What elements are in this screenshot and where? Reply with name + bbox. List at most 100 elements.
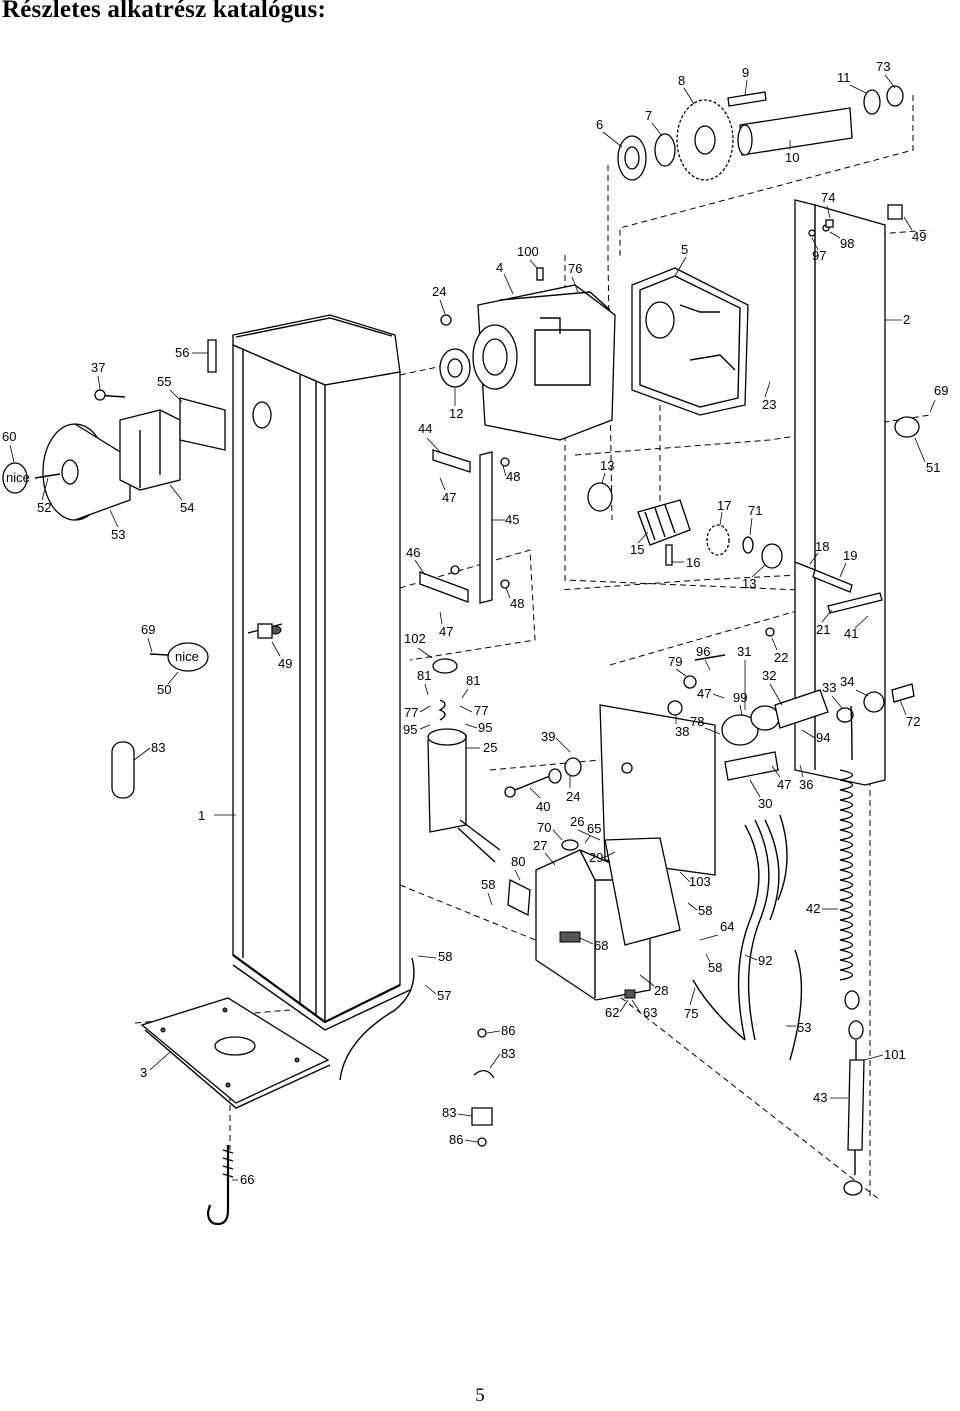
part-label: 53 bbox=[111, 527, 125, 542]
part-label: 12 bbox=[449, 406, 463, 421]
part-label: 53 bbox=[797, 1020, 811, 1035]
part-label: 55 bbox=[157, 374, 171, 389]
part-label: 37 bbox=[91, 360, 105, 375]
limit-brackets bbox=[419, 449, 510, 604]
page-title: Részletes alkatrész katalógus: bbox=[2, 0, 326, 23]
part-label: 8 bbox=[678, 73, 685, 88]
part-label: 24 bbox=[432, 284, 446, 299]
part-label: 9 bbox=[742, 65, 749, 80]
part-label: 15 bbox=[630, 542, 644, 557]
drum-cover: nice bbox=[2, 423, 131, 521]
part-label: 58 bbox=[708, 960, 722, 975]
part-label: 96 bbox=[696, 644, 710, 659]
worm-gear-assembly bbox=[587, 416, 920, 614]
part-label: 7 bbox=[645, 108, 652, 123]
part-label: 13 bbox=[742, 576, 756, 591]
part-label: 28 bbox=[654, 983, 668, 998]
part-label: 51 bbox=[926, 460, 940, 475]
part-label: 48 bbox=[510, 596, 524, 611]
part-label: 10 bbox=[785, 150, 799, 165]
part-label: 44 bbox=[418, 421, 432, 436]
part-label: 77 bbox=[404, 705, 418, 720]
part-label: 16 bbox=[686, 555, 700, 570]
part-label: 24 bbox=[566, 789, 580, 804]
part-label: 60 bbox=[2, 429, 16, 444]
part-label: 86 bbox=[501, 1023, 515, 1038]
part-label: 30 bbox=[758, 796, 772, 811]
part-label: 97 bbox=[812, 248, 826, 263]
page-number: 5 bbox=[475, 1385, 485, 1406]
part-label: 4 bbox=[496, 260, 503, 275]
part-label: 50 bbox=[157, 682, 171, 697]
part-label: 58 bbox=[481, 877, 495, 892]
part-label: 56 bbox=[175, 345, 189, 360]
part-label: 36 bbox=[799, 777, 813, 792]
part-label: 94 bbox=[816, 730, 830, 745]
base-plate bbox=[140, 997, 331, 1109]
part-label: 47 bbox=[697, 686, 711, 701]
part-label: 62 bbox=[605, 1005, 619, 1020]
part-label: 69 bbox=[934, 383, 948, 398]
part-label: 29 bbox=[589, 850, 603, 865]
wiring-harness bbox=[339, 814, 803, 1081]
part-label: 70 bbox=[537, 820, 551, 835]
part-label: 79 bbox=[668, 654, 682, 669]
part-label: 65 bbox=[587, 821, 601, 836]
plate-fasteners bbox=[808, 219, 834, 237]
part-label: 1 bbox=[198, 808, 205, 823]
part-label: 98 bbox=[840, 236, 854, 251]
part-label: 46 bbox=[406, 545, 420, 560]
part-label: 34 bbox=[840, 674, 854, 689]
part-label: 58 bbox=[438, 949, 452, 964]
part-label: 71 bbox=[748, 503, 762, 518]
part-label: 92 bbox=[758, 953, 772, 968]
part-label: 66 bbox=[240, 1172, 254, 1187]
part-label: 81 bbox=[417, 668, 431, 683]
part-label: 23 bbox=[762, 397, 776, 412]
part-label: 25 bbox=[483, 740, 497, 755]
part-label: 43 bbox=[813, 1090, 827, 1105]
part-label: 2 bbox=[903, 312, 910, 327]
part-label: 64 bbox=[720, 919, 734, 934]
part-label: 76 bbox=[568, 261, 582, 276]
part-label: 74 bbox=[821, 190, 835, 205]
gearbox-housing bbox=[439, 267, 616, 441]
rubber-pad bbox=[111, 741, 135, 799]
part-label: 32 bbox=[762, 668, 776, 683]
part-label: 42 bbox=[806, 901, 820, 916]
part-label: 86 bbox=[449, 1132, 463, 1147]
part-label: 57 bbox=[437, 988, 451, 1003]
part-label: 83 bbox=[151, 740, 165, 755]
balance-spring bbox=[839, 705, 865, 1196]
part-label: 26 bbox=[570, 814, 584, 829]
part-label: 48 bbox=[506, 469, 520, 484]
part-label: 49 bbox=[278, 656, 292, 671]
part-label: 73 bbox=[876, 59, 890, 74]
part-label: 27 bbox=[533, 838, 547, 853]
part-label: 100 bbox=[517, 244, 539, 259]
svg-text:nice: nice bbox=[175, 649, 199, 664]
part-label: 69 bbox=[141, 622, 155, 637]
part-label: 38 bbox=[675, 724, 689, 739]
part-label: 52 bbox=[37, 500, 51, 515]
part-label: 78 bbox=[690, 714, 704, 729]
part-label: 103 bbox=[689, 874, 711, 889]
part-label: 45 bbox=[505, 512, 519, 527]
part-label: 63 bbox=[643, 1005, 657, 1020]
adjustment-bolts bbox=[504, 757, 582, 798]
part-label: 102 bbox=[404, 631, 426, 646]
part-label: 39 bbox=[541, 729, 555, 744]
part-number-labels: 1 2 3 4 5 6 7 8 9 10 11 12 13 13 15 16 1… bbox=[2, 59, 948, 1187]
mounting-bracket bbox=[94, 339, 226, 491]
part-label: 6 bbox=[596, 117, 603, 132]
part-label: 72 bbox=[906, 714, 920, 729]
part-label: 81 bbox=[466, 673, 480, 688]
part-label: 3 bbox=[140, 1065, 147, 1080]
part-label: 47 bbox=[442, 490, 456, 505]
part-label: 75 bbox=[684, 1006, 698, 1021]
part-label: 95 bbox=[403, 722, 417, 737]
output-shaft-assembly bbox=[617, 85, 904, 181]
part-label: 17 bbox=[717, 498, 731, 513]
gearbox-cover bbox=[631, 267, 749, 416]
part-label: 83 bbox=[501, 1046, 515, 1061]
